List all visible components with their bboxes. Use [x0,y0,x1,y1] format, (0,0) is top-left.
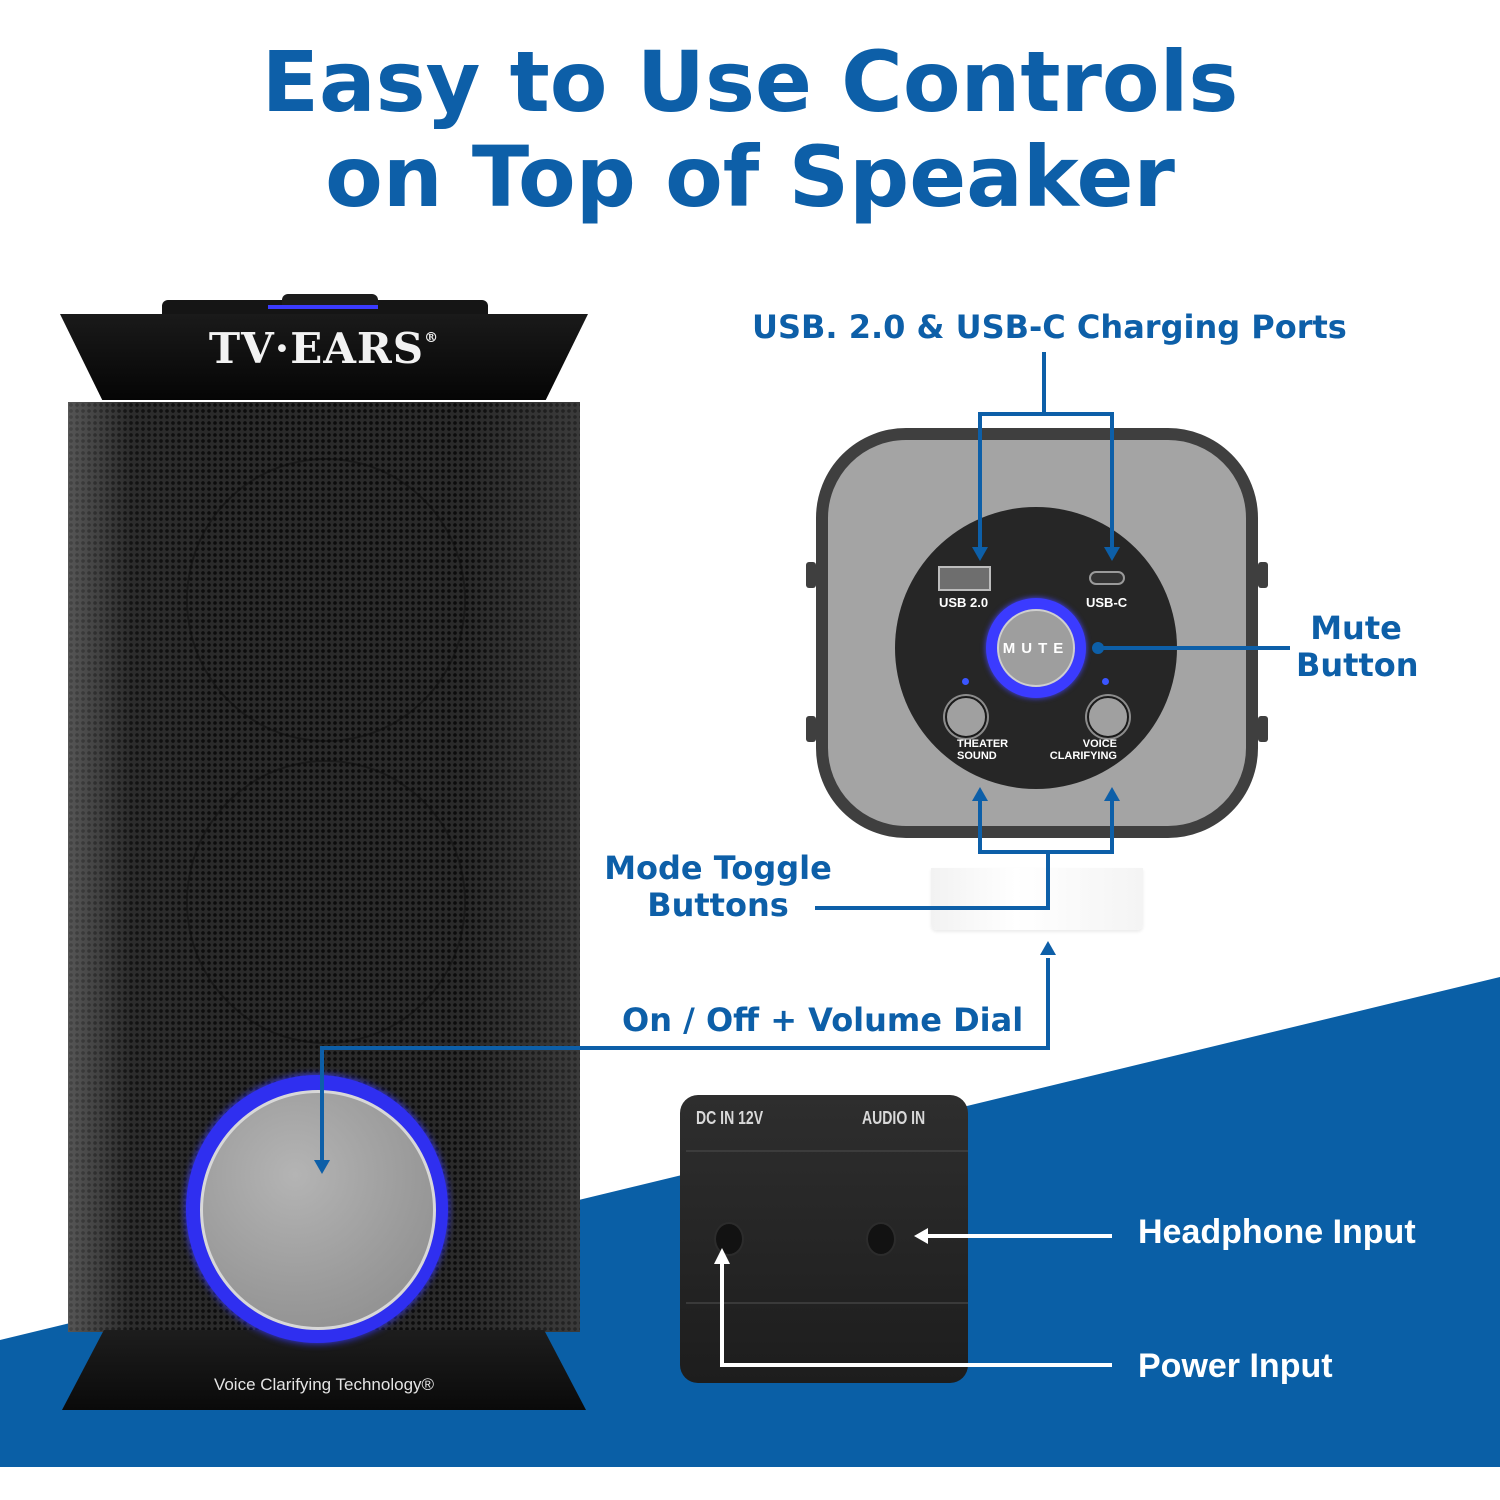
brand-logo: TV·EARS® [208,324,440,373]
mute-button[interactable]: MUTE [997,609,1075,687]
upper-driver [186,458,466,742]
callout-power-input: Power Input [1138,1347,1333,1385]
usb-a-port[interactable] [938,566,991,591]
speaker-top-housing [60,314,588,400]
voice-clarifying-button[interactable] [1087,696,1129,738]
arrow-up-icon [1040,941,1056,955]
dc-in-label: DC IN 12V [696,1108,764,1128]
side-tab [806,562,816,588]
callout-volume-dial: On / Off + Volume Dial [622,1001,1024,1039]
power-jack[interactable] [714,1222,744,1256]
mute-cap [282,294,378,308]
usb-a-label: USB 2.0 [939,595,989,610]
mute-pointer-dot [1092,642,1104,654]
arrow-down-icon [1104,547,1120,561]
voice-led [1102,678,1109,685]
callout-charging-ports: USB. 2.0 & USB-C Charging Ports [752,308,1347,346]
speaker-base [62,1330,586,1410]
arrow-down-icon [972,547,988,561]
lower-driver [186,760,466,1044]
mute-led-strip [268,305,378,309]
headline-line-2: on Top of Speaker [325,128,1175,226]
base-text: Voice Clarifying Technology® [213,1375,435,1394]
usb-c-label: USB-C [1086,595,1128,610]
usb-c-port[interactable] [1089,571,1125,585]
theater-led [962,678,969,685]
rear-panel-recess [686,1150,968,1304]
volume-dial[interactable] [200,1090,436,1330]
arrow-up-icon [714,1248,730,1264]
theater-sound-button[interactable] [945,696,987,738]
headphone-jack[interactable] [866,1222,896,1256]
callout-headphone-input: Headphone Input [1138,1213,1416,1251]
arrow-up-icon [972,787,988,801]
speaker-foot [931,868,1143,930]
arrow-up-icon [1104,787,1120,801]
side-tab [1258,716,1268,742]
headline-line-1: Easy to Use Controls [261,33,1239,131]
arrow-down-icon [314,1160,330,1174]
audio-in-label: AUDIO IN [862,1108,926,1128]
arrow-left-icon [914,1228,928,1244]
side-tab [806,716,816,742]
side-tab [1258,562,1268,588]
